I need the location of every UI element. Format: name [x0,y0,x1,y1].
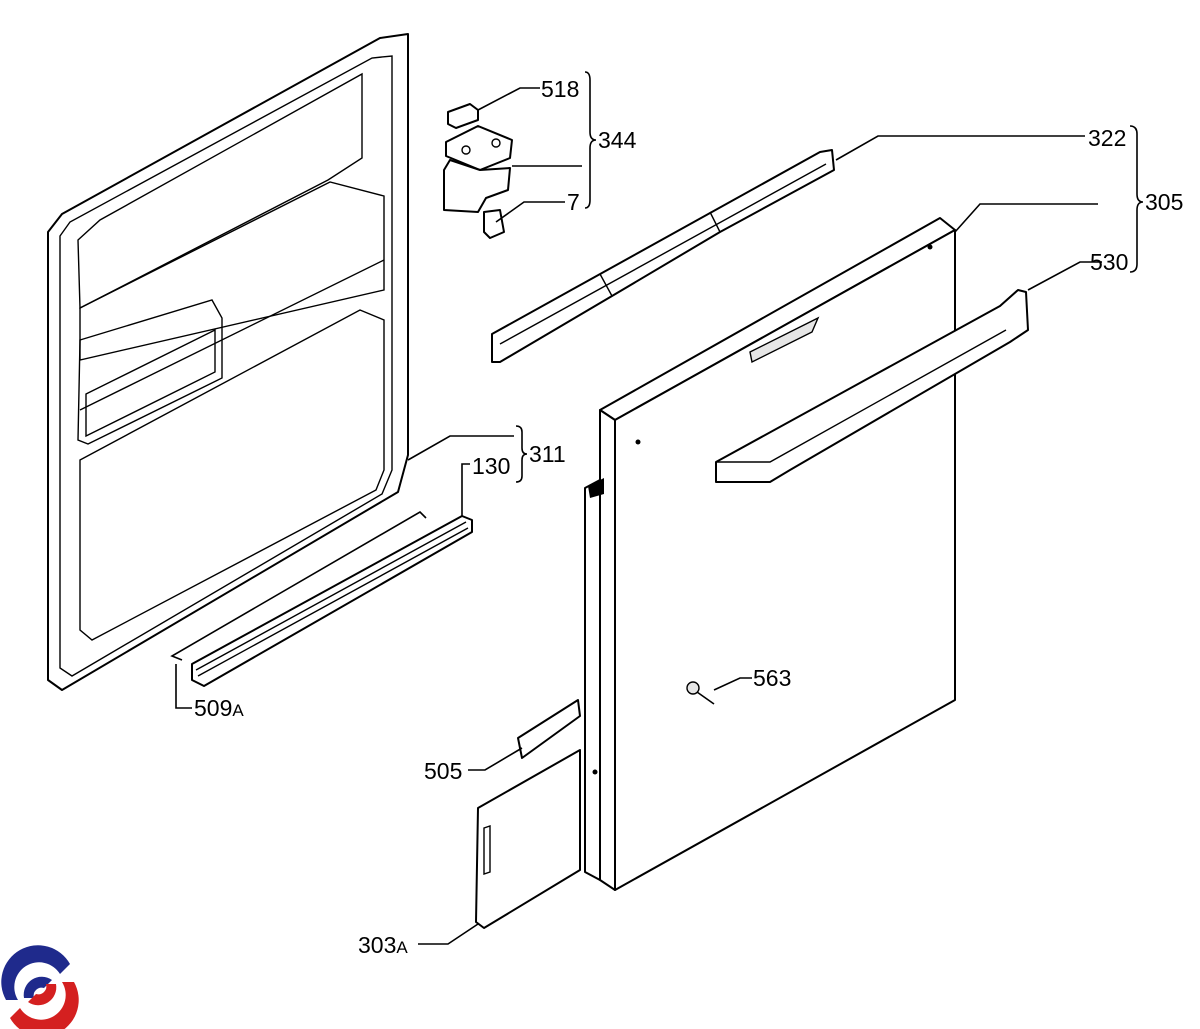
brand-logo [1,945,79,1029]
label-7: 7 [567,189,580,215]
label-305: 305 [1145,189,1183,215]
label-518: 518 [541,76,579,102]
label-322: 322 [1088,125,1126,151]
label-303a: 303A [358,932,408,958]
label-303a-suffix: A [396,938,408,957]
label-303a-number: 303 [358,932,396,958]
lower-panel [475,749,581,929]
top-rail [491,149,835,363]
label-509a-suffix: A [232,701,244,720]
label-563: 563 [753,665,791,691]
door-seal [191,515,473,687]
label-311: 311 [529,441,566,467]
label-509a: 509A [194,695,244,721]
leader-lines [175,71,1144,945]
wire-rod [170,510,427,661]
label-530: 530 [1090,249,1128,275]
screw [686,681,715,705]
inner-door-panel [47,33,409,691]
label-344: 344 [598,127,637,153]
label-509a-number: 509 [194,695,232,721]
label-505: 505 [424,758,462,784]
door-handle [715,289,1029,483]
outer-door-panel [584,217,956,891]
latch-assembly [443,103,513,239]
label-130: 130 [472,453,510,479]
plate-505 [517,699,581,759]
